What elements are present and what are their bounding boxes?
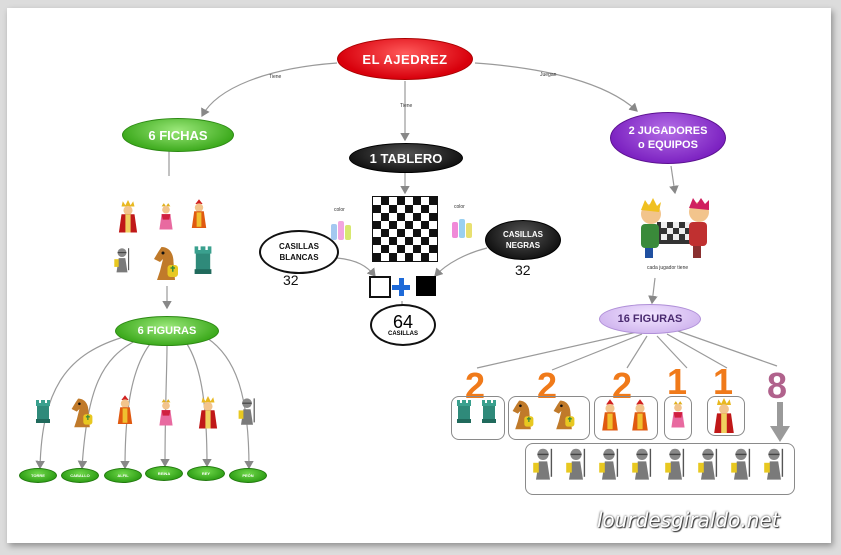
piece-name-4[interactable]: REY: [187, 466, 225, 481]
rey-piece-icon: [118, 200, 138, 233]
edge-jugadores-img: [669, 165, 679, 195]
piece-name-3[interactable]: REINA: [145, 466, 183, 481]
count-peones: 8: [767, 365, 788, 406]
piece-name-2[interactable]: ALFIL: [104, 468, 142, 483]
edge-label-tiene-center: Tiene: [400, 103, 413, 109]
rey-piece-icon: [714, 398, 734, 433]
caballo-piece-icon: [512, 400, 534, 430]
total-label: CASILLAS: [388, 331, 418, 337]
box-rey: [707, 396, 745, 436]
node-casillas-negras[interactable]: CASILLAS NEGRAS: [485, 220, 561, 260]
count-torres: 2: [465, 365, 486, 406]
players-cartoon-icon: [641, 198, 709, 258]
white-square-icon: [369, 276, 391, 298]
piece-name-1[interactable]: CABALLO: [61, 468, 99, 483]
peon-piece-icon: [764, 448, 784, 480]
node-6-fichas[interactable]: 6 FICHAS: [122, 118, 234, 152]
node-2-jugadores[interactable]: 2 JUGADORES o EQUIPOS: [610, 112, 726, 164]
caballo-piece-icon: [71, 398, 93, 428]
paint-bottles-right-icon: [452, 219, 472, 238]
count-alfiles: 2: [612, 365, 633, 406]
chessboard-icon: [372, 196, 438, 262]
peon-piece-icon: [731, 448, 751, 480]
box-peones: [525, 443, 795, 495]
blancas-count: 32: [283, 272, 299, 288]
edge-negras-squares: [434, 247, 488, 277]
peon-piece-icon: [665, 448, 685, 480]
cada-jugador-label: cada jugador tiene: [647, 265, 689, 271]
box-caballos: [508, 396, 590, 440]
count-rey: 1: [713, 361, 734, 402]
count-reina: 1: [667, 361, 688, 402]
torre-piece-icon: [194, 246, 212, 274]
box-torres: [451, 396, 505, 440]
rey-piece-icon: [198, 396, 218, 429]
node-1-tablero[interactable]: 1 TABLERO: [349, 143, 463, 173]
alfil-piece-icon: [632, 399, 648, 431]
node-6-figuras[interactable]: 6 FIGURAS: [115, 316, 219, 346]
diagram-canvas: Tiene Tiene Juegan EL AJEDREZ 6 FICHAS 1…: [7, 8, 831, 543]
edge-label-tiene-left: Tiene: [269, 74, 282, 80]
peon-piece-icon: [599, 448, 619, 480]
alfil-piece-icon: [117, 395, 133, 424]
total-number: 64: [392, 312, 414, 332]
plus-icon: [392, 278, 410, 296]
color-label-left: color: [334, 207, 345, 213]
piece-name-0[interactable]: TORRE: [19, 468, 57, 483]
torre-piece-icon: [482, 400, 496, 423]
watermark: lourdesgiraldo.net: [597, 508, 780, 532]
peon-piece-icon: [698, 448, 718, 480]
node-casillas-blancas[interactable]: CASILLAS BLANCAS: [259, 230, 339, 274]
edge-title-jugadores: [474, 62, 638, 112]
negras-count: 32: [515, 262, 531, 278]
black-square-icon: [416, 276, 436, 296]
edge-label-juegan: Juegan: [540, 72, 557, 78]
edge-img-16figuras: [648, 277, 658, 305]
box-alfiles: [594, 396, 658, 440]
node-el-ajedrez[interactable]: EL AJEDREZ: [337, 38, 473, 80]
caballo-piece-icon: [553, 400, 575, 430]
peon-piece-icon: [566, 448, 586, 480]
torre-piece-icon: [36, 400, 50, 423]
piece-name-5[interactable]: PEÓN: [229, 468, 267, 483]
peon-piece-icon: [533, 448, 553, 480]
peon-piece-icon: [238, 398, 255, 425]
paint-bottles-left-icon: [331, 221, 351, 240]
peon-piece-icon: [114, 248, 130, 273]
edge-blancas-squares: [336, 257, 376, 277]
node-16-figuras[interactable]: 16 FIGURAS: [599, 304, 701, 334]
down-arrow-icon: [770, 402, 790, 442]
connector-lines: [35, 62, 778, 470]
peon-piece-icon: [632, 448, 652, 480]
count-caballos: 2: [537, 365, 558, 406]
edge-title-fichas: [201, 62, 338, 118]
caballo-piece-icon: [154, 247, 178, 280]
reina-piece-icon: [671, 401, 685, 428]
reina-piece-icon: [159, 203, 173, 230]
box-reina: [664, 396, 692, 440]
reina-piece-icon: [159, 399, 173, 426]
node-64-casillas[interactable]: 64 CASILLAS: [370, 304, 436, 346]
alfil-piece-icon: [602, 399, 618, 431]
alfil-piece-icon: [191, 199, 207, 228]
color-label-right: color: [454, 204, 465, 210]
torre-piece-icon: [457, 400, 471, 423]
